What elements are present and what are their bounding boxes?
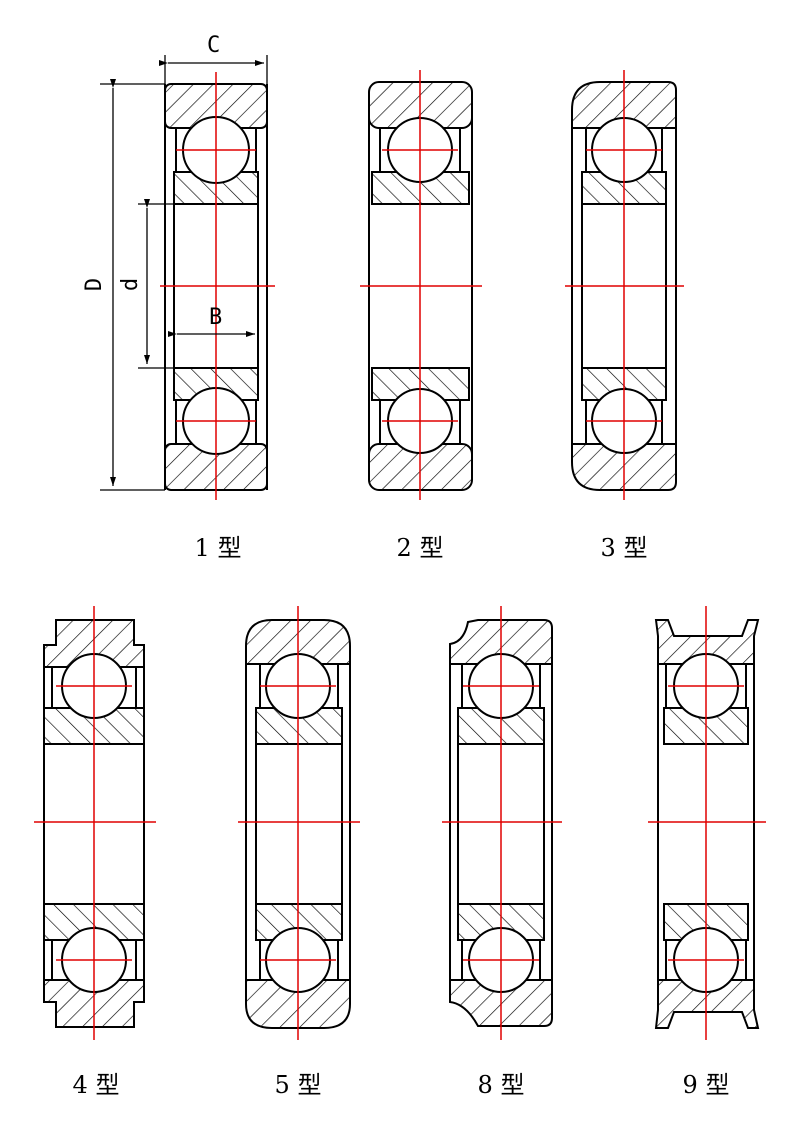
centerlines-type-8 <box>442 606 562 1040</box>
bearing-type-3 <box>571 81 677 491</box>
centerlines-type-3 <box>565 70 684 500</box>
caption-type-3: 3 型 <box>600 534 648 562</box>
caption-type-8: 8 型 <box>477 1071 525 1099</box>
centerlines-type-5 <box>238 606 360 1040</box>
dimension-label-c: C <box>207 33 221 58</box>
centerlines-type-2 <box>360 70 482 500</box>
centerlines-type-1 <box>160 72 275 500</box>
caption-type-1: 1 型 <box>194 534 242 562</box>
dimension-label-d-bore: d <box>118 277 144 292</box>
caption-type-2: 2 型 <box>396 534 444 562</box>
dimension-lines <box>100 55 268 491</box>
bearing-type-9 <box>654 619 760 1029</box>
dimension-label-d-outer: D <box>82 277 108 292</box>
centerlines-type-9 <box>648 606 766 1040</box>
caption-type-4: 4 型 <box>72 1071 120 1099</box>
caption-type-9: 9 型 <box>682 1071 730 1099</box>
bearing-type-5 <box>245 619 351 1029</box>
caption-type-5: 5 型 <box>274 1071 322 1099</box>
centerlines-type-4 <box>34 606 156 1040</box>
dimension-label-b: B <box>209 305 223 330</box>
